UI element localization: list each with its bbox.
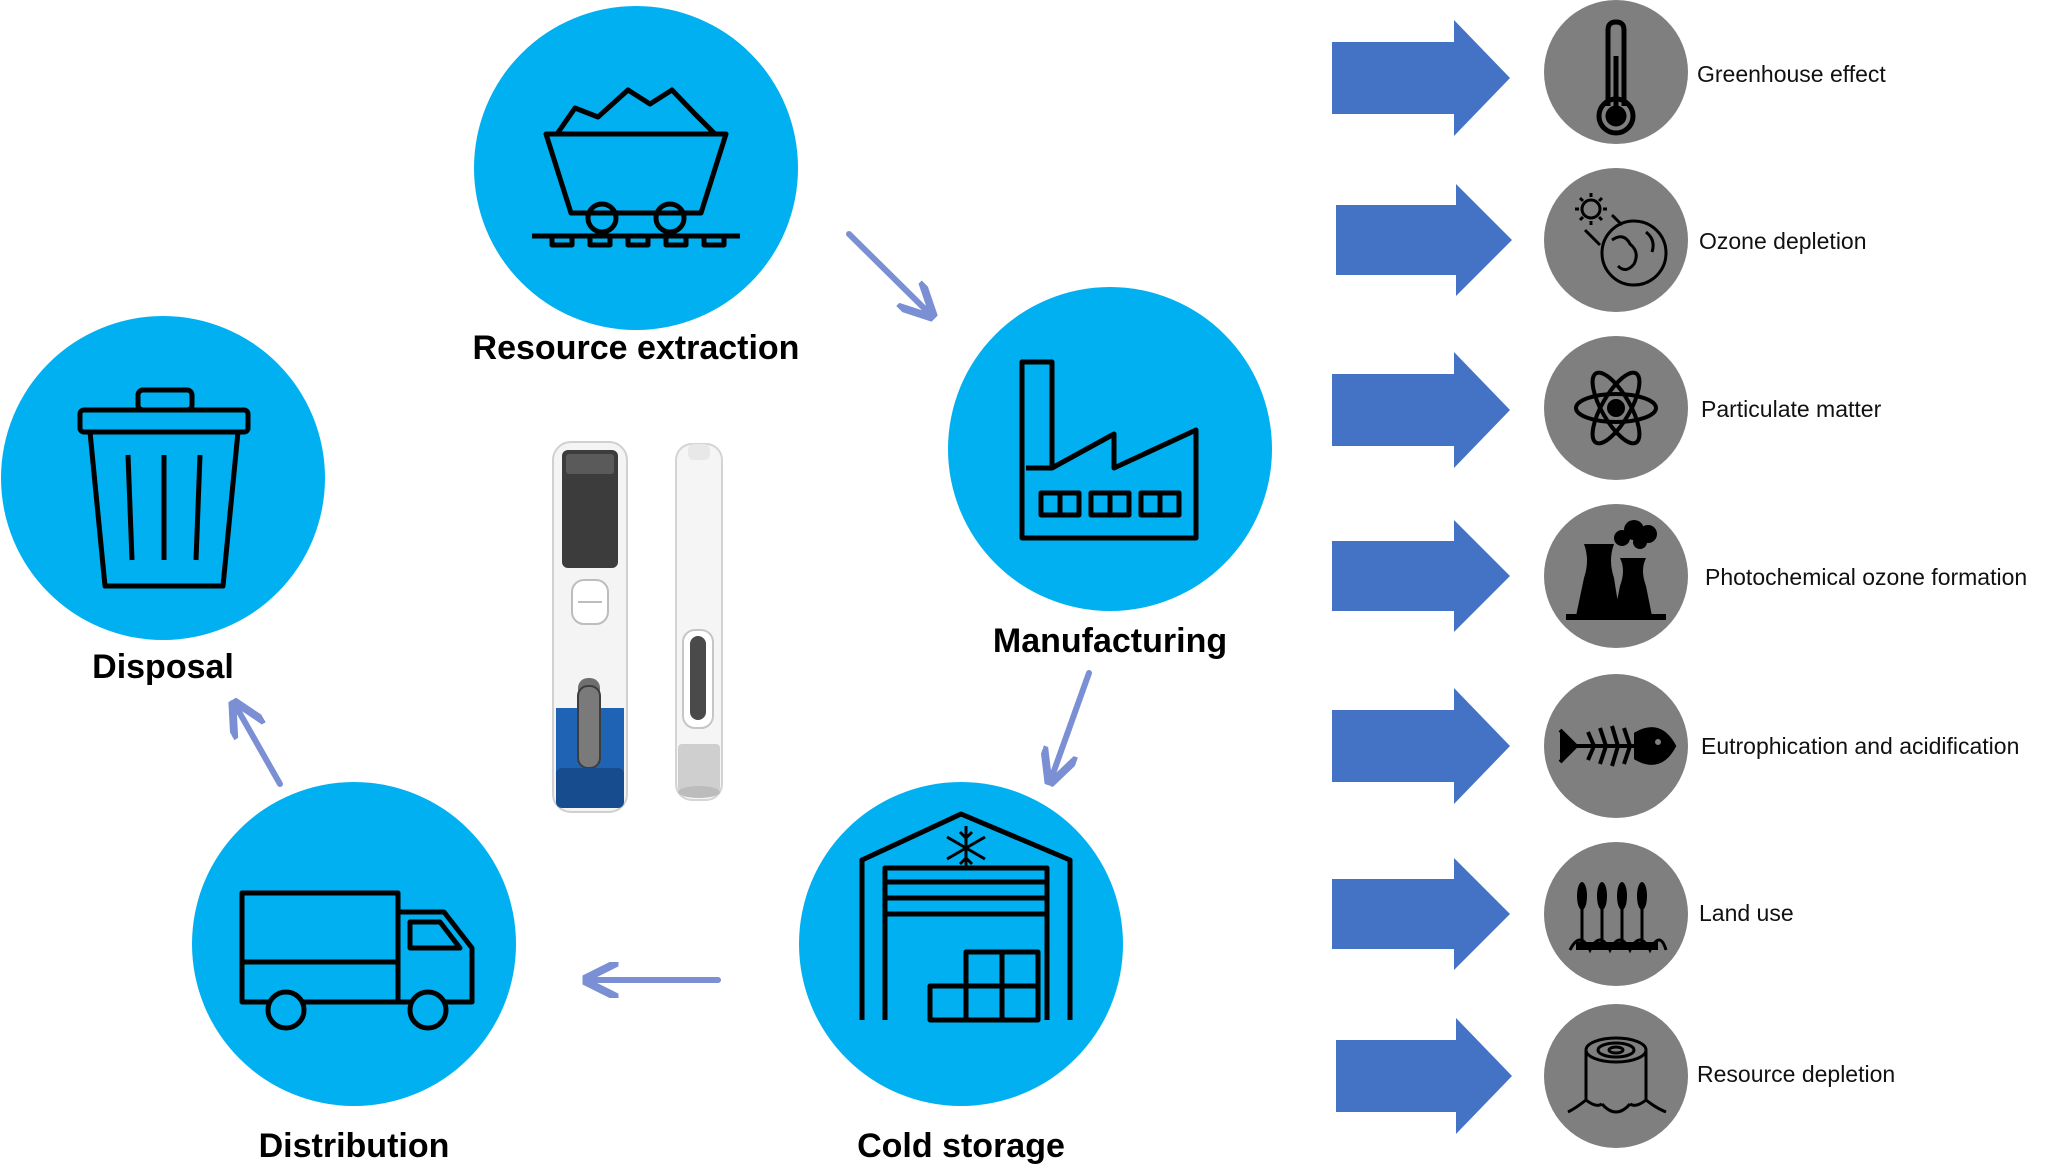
impact-row-photochemical-ozone-formation [1332, 504, 1688, 648]
stage-cold-storage [799, 782, 1123, 1106]
stage-label-cold-storage: Cold storage [857, 1127, 1065, 1165]
impact-label-particulate-matter: Particulate matter [1701, 396, 1882, 422]
flow-arrow-extraction-to-manufacturing [846, 231, 932, 316]
impact-arrow [1332, 688, 1510, 804]
impact-arrow [1336, 1018, 1512, 1134]
impact-label-ozone-depletion: Ozone depletion [1699, 228, 1867, 254]
impact-arrow [1332, 858, 1510, 970]
factory-icon [1019, 359, 1199, 541]
trash-bin-icon [77, 387, 251, 589]
flow-arrow-manufacturing-to-cold-storage [1050, 670, 1092, 782]
stage-label-disposal: Disposal [92, 648, 234, 686]
impact-label-eutrophication-and-acidification: Eutrophication and acidification [1701, 733, 2020, 759]
mine-cart-icon [532, 87, 740, 248]
cold-warehouse-icon [859, 811, 1073, 1023]
delivery-truck-icon [239, 890, 475, 1031]
impact-label-greenhouse-effect: Greenhouse effect [1697, 61, 1886, 87]
impact-row-greenhouse-effect [1332, 0, 1688, 144]
impact-arrow [1332, 352, 1510, 468]
flow-arrow-distribution-to-disposal [234, 703, 283, 787]
atom-icon [1574, 370, 1658, 446]
stage-label-distribution: Distribution [258, 1127, 450, 1165]
stage-disposal [1, 316, 325, 640]
stage-resource-extraction [474, 6, 798, 330]
tree-stump-icon [1567, 1036, 1667, 1114]
thermometer-icon [1596, 19, 1636, 136]
flow-arrows [234, 231, 1092, 980]
power-plant-smoke-icon [1566, 520, 1666, 620]
impact-row-ozone-depletion [1336, 168, 1688, 312]
stage-distribution [192, 782, 516, 1106]
autoinjector-pens-image [552, 441, 723, 813]
fish-bone-icon [1558, 725, 1677, 767]
impact-row-land-use [1332, 842, 1688, 986]
impact-arrow [1336, 184, 1512, 296]
impact-row-particulate-matter [1332, 336, 1688, 480]
impact-label-land-use: Land use [1699, 900, 1794, 926]
impact-arrow [1332, 20, 1510, 136]
stage-label-manufacturing: Manufacturing [992, 622, 1228, 660]
impact-row-eutrophication-and-acidification [1332, 674, 1688, 818]
impact-row-resource-depletion [1336, 1004, 1688, 1148]
stage-manufacturing [948, 287, 1272, 611]
stage-label-resource-extraction: Resource extraction [472, 329, 800, 367]
sun-earth-icon [1575, 193, 1668, 287]
impact-arrow [1332, 520, 1510, 632]
impact-label-resource-depletion: Resource depletion [1697, 1061, 1896, 1087]
wheat-crop-icon [1568, 882, 1668, 954]
impact-label-photochemical-ozone-formation: Photochemical ozone formation [1705, 564, 2028, 590]
